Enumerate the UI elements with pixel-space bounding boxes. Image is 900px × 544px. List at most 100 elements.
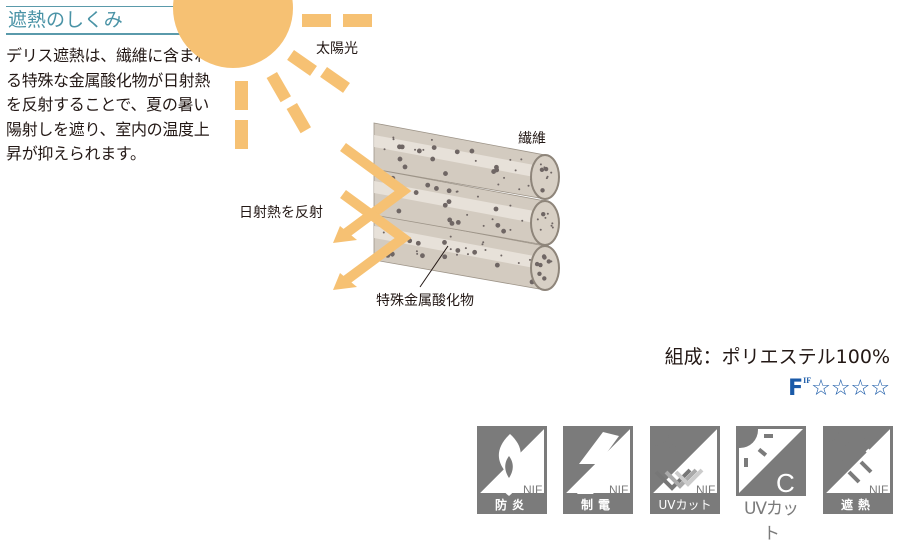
metal-oxide-particle	[537, 271, 542, 276]
metal-oxide-particle	[455, 190, 458, 193]
composition-text: 組成：ポリエステル100%	[664, 346, 890, 368]
metal-oxide-particle	[521, 219, 524, 222]
metal-oxide-particle	[446, 199, 452, 205]
feature-label: UVカット	[658, 498, 712, 512]
metal-oxide-particle	[551, 222, 554, 225]
metal-oxide-particle	[481, 243, 484, 246]
metal-oxide-particle	[539, 163, 542, 166]
metal-oxide-particle	[466, 213, 469, 216]
metal-oxide-particle	[472, 249, 478, 255]
metal-oxide-particle	[382, 231, 385, 234]
metal-oxide-particle	[497, 183, 500, 186]
metal-oxide-particle	[550, 224, 553, 227]
metal-oxide-particle	[434, 186, 439, 191]
metal-oxide-particle	[469, 148, 475, 154]
metal-oxide-particle	[392, 136, 395, 139]
metal-oxide-particle	[464, 247, 467, 250]
metal-oxide-particle	[539, 228, 542, 231]
metal-oxide-particle	[546, 259, 551, 264]
metal-oxide-particle	[466, 253, 469, 256]
fiber	[373, 122, 560, 200]
sunlight-label: 太陽光	[316, 41, 358, 57]
feature-label: 制電	[580, 498, 615, 512]
metal-oxide-particle	[534, 261, 540, 267]
fiber-label: 繊維	[518, 131, 546, 147]
metal-oxide-particle	[544, 216, 547, 219]
metal-oxide-particle	[449, 221, 455, 226]
section-title: 遮熱のしくみ	[6, 6, 215, 35]
lightning-icon: NIF	[563, 426, 633, 514]
sun-icon	[173, 0, 372, 149]
metal-oxide-particle	[474, 159, 477, 162]
metal-oxide-particle	[551, 226, 554, 229]
metal-oxide-particle	[391, 254, 394, 257]
feature-badge-2: NIF UVカット	[650, 426, 720, 514]
metal-oxide-particle	[416, 252, 419, 255]
rating-letter: F	[788, 376, 804, 401]
metal-oxide-particle	[397, 156, 403, 162]
uv-reflect-icon: NIF	[650, 426, 720, 514]
svg-text:NIF: NIF	[609, 483, 628, 497]
metal-oxide-particle	[415, 240, 421, 246]
metal-oxide-particle	[520, 158, 523, 161]
svg-text:NIF: NIF	[523, 483, 542, 497]
feature-label: UVカット	[743, 499, 799, 544]
metal-oxide-particle	[430, 138, 433, 141]
feature-label: 遮熱	[840, 498, 875, 512]
metal-oxide-particle	[501, 228, 507, 234]
feature-badge-0: NIF 防炎	[477, 426, 547, 514]
metal-oxide-particle	[392, 138, 395, 141]
metal-oxide-particle	[476, 195, 479, 198]
metal-oxide-particle	[425, 182, 431, 188]
metal-oxide-particle	[414, 148, 417, 151]
feature-label: 防炎	[494, 498, 529, 512]
feature-badge-4: NIF 遮熱	[823, 426, 893, 514]
metal-oxide-particle	[449, 235, 452, 238]
rating-stars: ☆☆☆☆	[811, 376, 890, 401]
feature-badge-1: NIF 制電	[563, 426, 633, 514]
metal-oxide-particle	[509, 158, 512, 161]
metal-oxide-particle	[514, 169, 517, 172]
metal-oxide-particle	[527, 184, 530, 187]
metal-oxide-particle	[540, 188, 545, 193]
metal-oxide-particle	[500, 254, 503, 257]
metal-oxide-particle	[454, 149, 460, 155]
fiber	[373, 213, 560, 291]
metal-oxide-particle	[543, 166, 549, 172]
metal-oxide-particle	[396, 208, 402, 214]
metal-oxide-particle	[399, 144, 405, 150]
metal-oxide-particle	[528, 258, 531, 261]
heat-shield-icon: NIF	[823, 426, 893, 514]
formaldehyde-rating: FIF☆☆☆☆	[788, 376, 890, 401]
metal-oxide-particle	[442, 240, 447, 245]
metal-oxide-particle	[455, 220, 461, 225]
metal-oxide-particle	[541, 211, 546, 217]
reflect-arrows	[340, 142, 412, 286]
metal-oxide-particle	[538, 262, 543, 268]
feature-badge-3: C UVカット	[736, 426, 806, 544]
metal-oxide-particle	[509, 228, 512, 231]
svg-text:NIF: NIF	[696, 483, 715, 497]
metal-oxide-particle	[536, 218, 539, 221]
metal-oxide-particle	[420, 253, 425, 259]
metal-oxide-particle	[518, 188, 521, 191]
metal-oxide-particle	[503, 176, 506, 179]
metal-oxide-particle	[495, 222, 501, 228]
metal-oxide-particle	[416, 148, 422, 154]
rating-sup: IF	[803, 376, 812, 385]
svg-text:C: C	[776, 468, 795, 498]
section-description: デリス遮熱は、繊維に含まれる特殊な金属酸化物が日射熱を反射することで、夏の暑い陽…	[6, 46, 211, 163]
metal-oxide-particle	[455, 248, 461, 253]
metal-oxide-particle	[431, 145, 437, 151]
metal-oxide-particle	[442, 254, 448, 260]
metal-oxide-particle	[383, 148, 386, 151]
fiber-bundle	[373, 122, 560, 291]
metal-oxide-particle	[542, 255, 547, 260]
metal-oxide-particle	[447, 217, 453, 223]
metal-oxide-label: 特殊金属酸化物	[376, 293, 474, 309]
metal-oxide-particle	[413, 190, 419, 195]
metal-oxide-particle	[442, 202, 448, 208]
flame-icon: NIF	[477, 426, 547, 514]
metal-oxide-particle	[443, 171, 448, 176]
metal-oxide-particle	[494, 167, 500, 173]
